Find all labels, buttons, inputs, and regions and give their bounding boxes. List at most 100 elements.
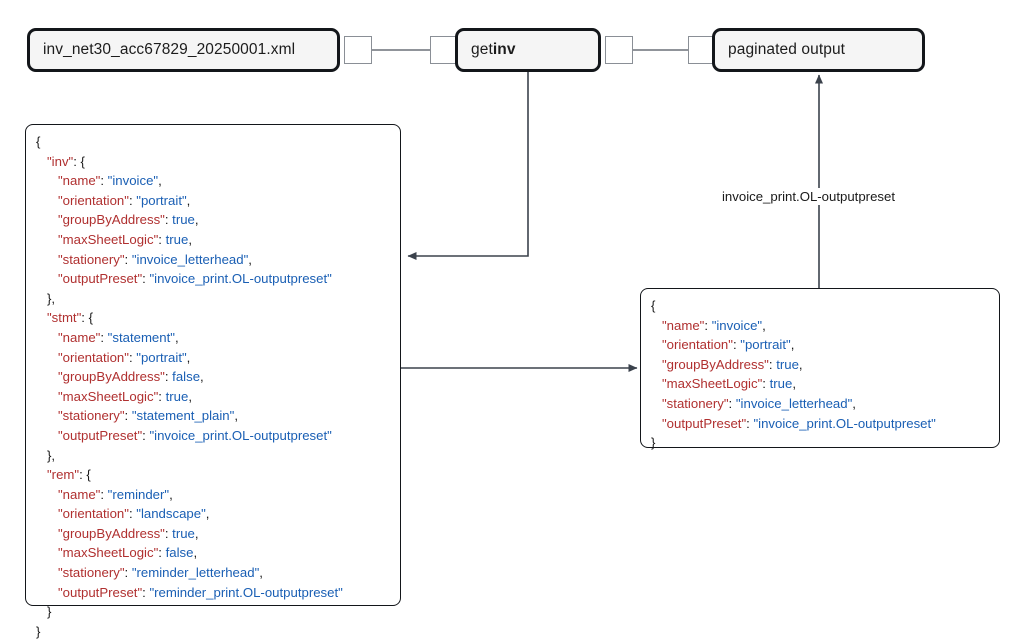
code-token-punct [36,487,58,502]
code-token-key: "stationery" [662,395,729,411]
code-line: } [36,602,390,622]
code-token-punct: : [142,584,150,600]
code-token-punct: , [193,545,198,561]
node-get-inv-label-key: inv [492,41,516,58]
code-token-str: "reminder_letterhead" [131,565,260,581]
code-line: "orientation": "portrait", [36,191,390,211]
code-token-punct: , [852,395,856,411]
code-token-key: "outputPreset" [57,584,143,600]
code-line: "maxSheetLogic": true, [36,387,390,407]
code-token-punct: : { [79,467,91,483]
code-token-key: "stationery" [57,565,125,581]
code-token-str: "invoice" [711,317,763,333]
code-token-punct [36,310,47,325]
code-token-punct [36,232,58,247]
code-token-key: "groupByAddress" [57,369,165,385]
code-token-punct: : [100,486,108,502]
code-token-punct: , [169,486,173,502]
edge-getinv-to-code-left [407,72,529,260]
code-token-punct: { [651,298,656,313]
code-token-key: "groupByAddress" [57,525,165,541]
code-token-punct: { [36,134,41,149]
code-token-punct [36,173,58,188]
code-token-punct: : [100,329,108,345]
code-line: "outputPreset": "invoice_print.OL-output… [651,414,989,434]
code-token-punct: : [762,376,770,392]
code-token-punct: : [124,408,132,424]
code-token-punct [36,154,47,169]
code-token-punct [36,212,58,227]
node-input-file[interactable]: inv_net30_acc67829_20250001.xml [27,28,340,72]
code-line: "maxSheetLogic": false, [36,543,390,563]
code-token-punct [36,408,58,423]
code-token-bool: false [172,369,201,385]
code-line: "groupByAddress": true, [36,210,390,230]
node-paginated-output[interactable]: paginated output [712,28,925,72]
code-token-key: "name" [57,486,101,502]
code-line: "name": "invoice", [36,171,390,191]
code-token-str: "invoice" [107,173,159,189]
code-token-punct: }, [36,447,56,463]
code-token-punct [651,416,662,431]
code-token-punct [36,545,58,560]
code-line: "rem": { [36,465,390,485]
code-token-key: "groupByAddress" [662,356,769,372]
code-line: "outputPreset": "reminder_print.OL-outpu… [36,583,390,603]
code-token-punct: : [768,356,777,372]
code-line: "stationery": "reminder_letterhead", [36,563,390,583]
code-token-punct: } [651,435,656,451]
code-block-resolved-inv-preset[interactable]: { "name": "invoice", "orientation": "por… [640,288,1000,450]
code-token-key: "maxSheetLogic" [57,545,159,561]
code-token-punct: : [158,231,166,247]
code-token-punct: , [188,231,192,247]
code-token-punct: : { [73,153,85,169]
code-line: "inv": { [36,152,390,172]
code-token-punct: : [164,369,173,385]
code-token-bool: true [769,376,793,392]
code-token-key: "orientation" [57,192,129,208]
code-token-punct [651,337,662,352]
code-token-str: "landscape" [136,506,206,522]
code-token-punct: : [124,565,132,581]
code-token-punct: , [188,388,192,404]
code-token-punct: : [128,506,137,522]
code-line: } [651,433,989,453]
code-token-bool: true [165,388,189,404]
code-token-punct [651,396,662,411]
code-line: "outputPreset": "invoice_print.OL-output… [36,426,390,446]
code-token-punct: , [158,173,162,189]
code-token-punct [651,376,662,391]
code-token-punct [36,428,58,443]
code-token-punct [36,389,58,404]
code-token-punct [36,271,58,286]
code-token-punct: , [205,506,210,522]
code-line: { [651,296,989,316]
code-token-punct: , [259,565,263,581]
code-token-key: "outputPreset" [57,427,143,443]
code-line: "stmt": { [36,308,390,328]
node-get-inv[interactable]: get inv [455,28,601,72]
code-token-key: "outputPreset" [57,271,143,287]
code-block-document-presets[interactable]: { "inv": { "name": "invoice", "orientati… [25,124,401,639]
node-paginated-output-label: paginated output [728,41,846,58]
code-token-key: "groupByAddress" [57,212,165,228]
code-line: "name": "invoice", [651,316,989,336]
code-token-punct [36,193,58,208]
node-input-file-label: inv_net30_acc67829_20250001.xml [43,41,296,58]
code-token-punct: : [142,271,150,287]
code-token-bool: true [776,356,799,372]
port-getinv-input[interactable] [430,36,458,64]
code-token-punct: , [200,369,204,385]
code-token-punct: }, [36,290,56,306]
code-token-key: "outputPreset" [662,415,747,431]
code-line: }, [36,446,390,466]
port-getinv-output[interactable] [605,36,633,64]
code-token-key: "name" [662,317,705,333]
code-token-punct [36,252,58,267]
code-token-punct: } [36,623,41,639]
code-token-key: "inv" [47,153,74,169]
code-token-punct: : [124,251,132,267]
code-line: { [36,132,390,152]
code-token-str: "reminder" [107,486,170,502]
port-file-output[interactable] [344,36,372,64]
